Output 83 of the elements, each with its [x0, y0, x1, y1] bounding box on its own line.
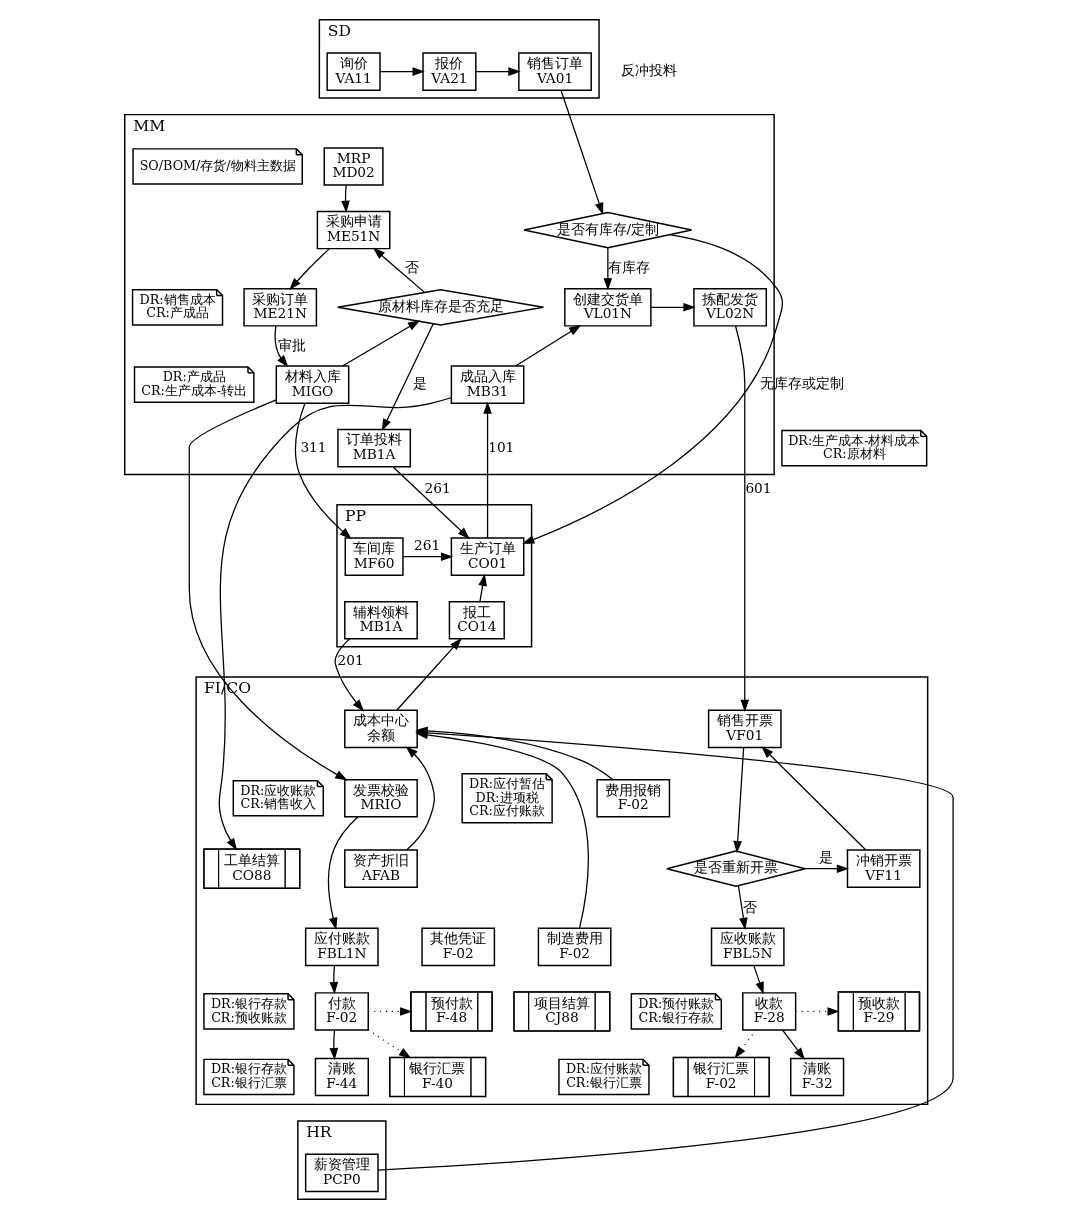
- node-box: 薪资管理 PCP0: [304, 1153, 379, 1193]
- arrow: [514, 324, 581, 367]
- arrow: [752, 965, 764, 995]
- arrow: [405, 746, 435, 851]
- arrow: [395, 637, 462, 711]
- arrow: [188, 399, 347, 781]
- node-box: 材料入库 MIGO: [275, 365, 349, 404]
- arrow: [340, 184, 350, 213]
- arrow: [372, 247, 425, 293]
- arrow: [732, 746, 744, 854]
- edge-label: 101: [487, 438, 514, 455]
- arrow: [737, 885, 748, 931]
- node-box: 其他凭证 F-02: [420, 927, 495, 967]
- node-box: 采购申请 ME51N: [316, 210, 390, 250]
- node-box: 付款 F-02: [314, 992, 369, 1031]
- node-box: 车间库 MF60: [344, 537, 404, 576]
- arrow: [218, 397, 452, 851]
- node-box: 发票校验 MRIO: [343, 778, 418, 818]
- arrow: [734, 325, 749, 713]
- arrow: [273, 325, 288, 368]
- node-box: 询价 VA11: [325, 52, 381, 91]
- node-diamond: 是否重新开票: [665, 850, 806, 888]
- arrow: [381, 323, 434, 432]
- arrow: [521, 234, 783, 544]
- edge-label: 261: [424, 480, 451, 497]
- node-box: 成品入库 MB31: [450, 365, 524, 404]
- arrow: [367, 1007, 412, 1016]
- node-box: 订单投料 MB1A: [336, 428, 411, 468]
- node-box: MRP MD02: [323, 147, 384, 186]
- node-box: 采购订单 ME21N: [242, 288, 317, 327]
- arrow: [603, 247, 612, 291]
- arrow: [650, 303, 696, 312]
- edge-label: 有库存: [607, 259, 650, 276]
- arrow: [482, 401, 492, 539]
- node-box: 拣配发货 VL02N: [692, 288, 767, 327]
- arrow: [333, 638, 364, 712]
- node-diamond: 是否有库存/定制: [522, 211, 692, 249]
- node-box: 报价 VA21: [421, 52, 477, 91]
- node-box: 成本中心 余额: [343, 709, 418, 749]
- node-diamond: 原材料库存是否充足: [336, 288, 544, 326]
- node-box: 资产折旧 AFAB: [343, 849, 418, 888]
- node-box: 应收账款 FBL5N: [710, 927, 785, 967]
- edge-label: 311: [299, 438, 327, 455]
- arrow: [391, 466, 470, 540]
- arrow: [803, 864, 849, 873]
- arrow: [733, 1029, 756, 1059]
- node-box: 收款 F-28: [741, 992, 796, 1031]
- arrow: [367, 1029, 411, 1059]
- node-box: 制造费用 F-02: [537, 927, 612, 967]
- node-box: 生产订单 CO01: [450, 537, 524, 576]
- node-box: 销售开票 VF01: [707, 709, 782, 749]
- node-box: 创建交货单 VL01N: [563, 288, 652, 327]
- node-box: 冲销开票 VF11: [846, 849, 921, 888]
- arrow: [781, 1029, 805, 1060]
- node-box: 清账 F-44: [314, 1057, 369, 1097]
- label: 反冲投料: [620, 62, 677, 79]
- node-box: 销售订单 VA01: [517, 52, 592, 91]
- edge-label: 是: [818, 849, 833, 866]
- arrow: [794, 1007, 840, 1016]
- arrow: [329, 965, 338, 995]
- node-box: 费用报销 F-02: [595, 778, 670, 818]
- arrow: [475, 67, 521, 76]
- arrow: [760, 746, 866, 851]
- edge-label: 否: [404, 259, 419, 276]
- arrow: [341, 320, 420, 367]
- edge-label: 601: [744, 480, 772, 497]
- node-box: 清账 F-32: [789, 1057, 844, 1097]
- arrow: [559, 89, 603, 215]
- edge-label: 否: [742, 898, 757, 915]
- node-box: 辅料领料 MB1A: [343, 600, 418, 640]
- edge-label: 261: [413, 537, 440, 554]
- arrow: [294, 402, 352, 540]
- edge-label: 201: [337, 652, 364, 669]
- arrow: [379, 67, 425, 76]
- arrow: [401, 552, 453, 561]
- arrow: [327, 816, 359, 930]
- edge-label: 审批: [277, 336, 306, 353]
- arrow: [288, 248, 330, 291]
- arrow: [329, 1029, 338, 1061]
- node-box: 应付账款 FBL1N: [304, 927, 379, 967]
- arrow: [477, 573, 487, 602]
- edge-label: 是: [412, 375, 427, 392]
- node-box: 报工 CO14: [448, 600, 505, 640]
